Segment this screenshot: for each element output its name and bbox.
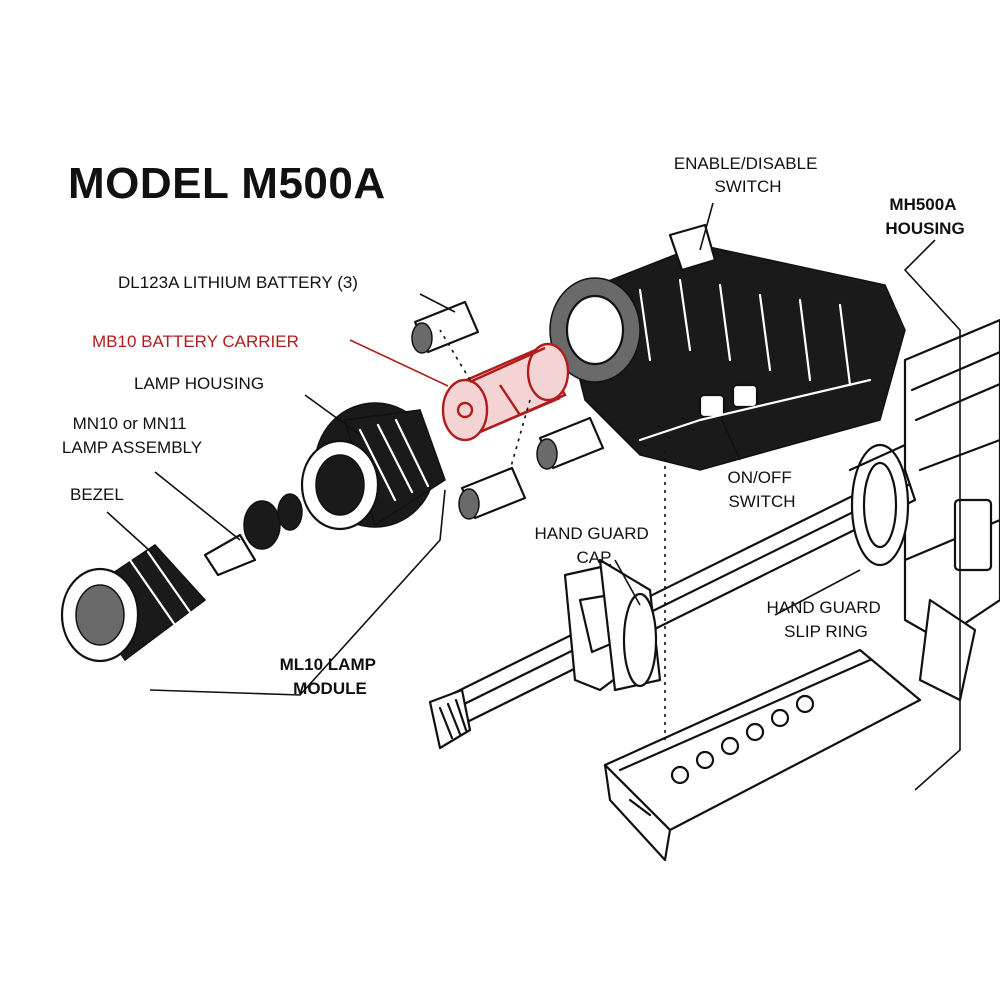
lower-hand-guard	[603, 648, 922, 862]
battery-top	[411, 300, 480, 354]
lamp-housing-part	[300, 402, 446, 531]
label-lamp-assembly-line-1: MN10 or MN11	[73, 414, 187, 433]
label-ml10-lamp-module-line-2: MODULE	[293, 679, 367, 698]
label-enable-disable-switch-line-2: SWITCH	[714, 177, 781, 196]
label-enable-disable-switch-line-1: ENABLE/DISABLE	[674, 154, 818, 173]
lamp-assembly-part	[203, 493, 303, 577]
label-on-off-switch-line-2: SWITCH	[728, 492, 795, 511]
label-hand-guard-cap-line-2: CAP	[577, 548, 612, 567]
label-on-off-switch: ON/OFF SWITCH	[728, 468, 797, 511]
label-lamp-housing: LAMP HOUSING	[134, 374, 264, 393]
mb10-battery-carrier-part	[441, 342, 570, 442]
label-bezel: BEZEL	[70, 485, 124, 504]
label-hand-guard-slip-ring: HAND GUARD SLIP RING	[766, 598, 885, 641]
slip-ring-part	[848, 443, 910, 567]
battery-bottom	[458, 466, 527, 520]
leader-lines	[106, 202, 961, 791]
label-mb10-battery-carrier: MB10 BATTERY CARRIER	[92, 332, 299, 351]
label-dl123a-battery: DL123A LITHIUM BATTERY (3)	[118, 273, 358, 292]
diagram-title: MODEL M500A	[68, 159, 386, 208]
label-lamp-assembly-line-2: LAMP ASSEMBLY	[62, 438, 202, 457]
label-lamp-assembly: MN10 or MN11 LAMP ASSEMBLY	[62, 414, 202, 457]
label-hand-guard-slip-ring-line-1: HAND GUARD	[766, 598, 880, 617]
label-hand-guard-cap: HAND GUARD CAP	[534, 524, 653, 567]
mh500a-housing-part	[549, 223, 906, 471]
label-hand-guard-slip-ring-line-2: SLIP RING	[784, 622, 868, 641]
label-on-off-switch-line-1: ON/OFF	[728, 468, 792, 487]
label-ml10-lamp-module: ML10 LAMP MODULE	[280, 655, 381, 698]
hand-guard-cap-part	[563, 558, 662, 692]
label-ml10-lamp-module-line-1: ML10 LAMP	[280, 655, 376, 674]
bezel-part	[60, 544, 207, 663]
label-hand-guard-cap-line-1: HAND GUARD	[534, 524, 648, 543]
rifle-receiver	[903, 318, 1000, 702]
rifle-barrel	[428, 468, 917, 750]
label-mh500a-housing-line-1: MH500A	[889, 195, 956, 214]
label-mh500a-housing-line-2: HOUSING	[885, 219, 964, 238]
battery-middle	[536, 416, 605, 470]
label-mh500a-housing: MH500A HOUSING	[885, 195, 964, 238]
label-enable-disable-switch: ENABLE/DISABLE SWITCH	[674, 154, 822, 196]
